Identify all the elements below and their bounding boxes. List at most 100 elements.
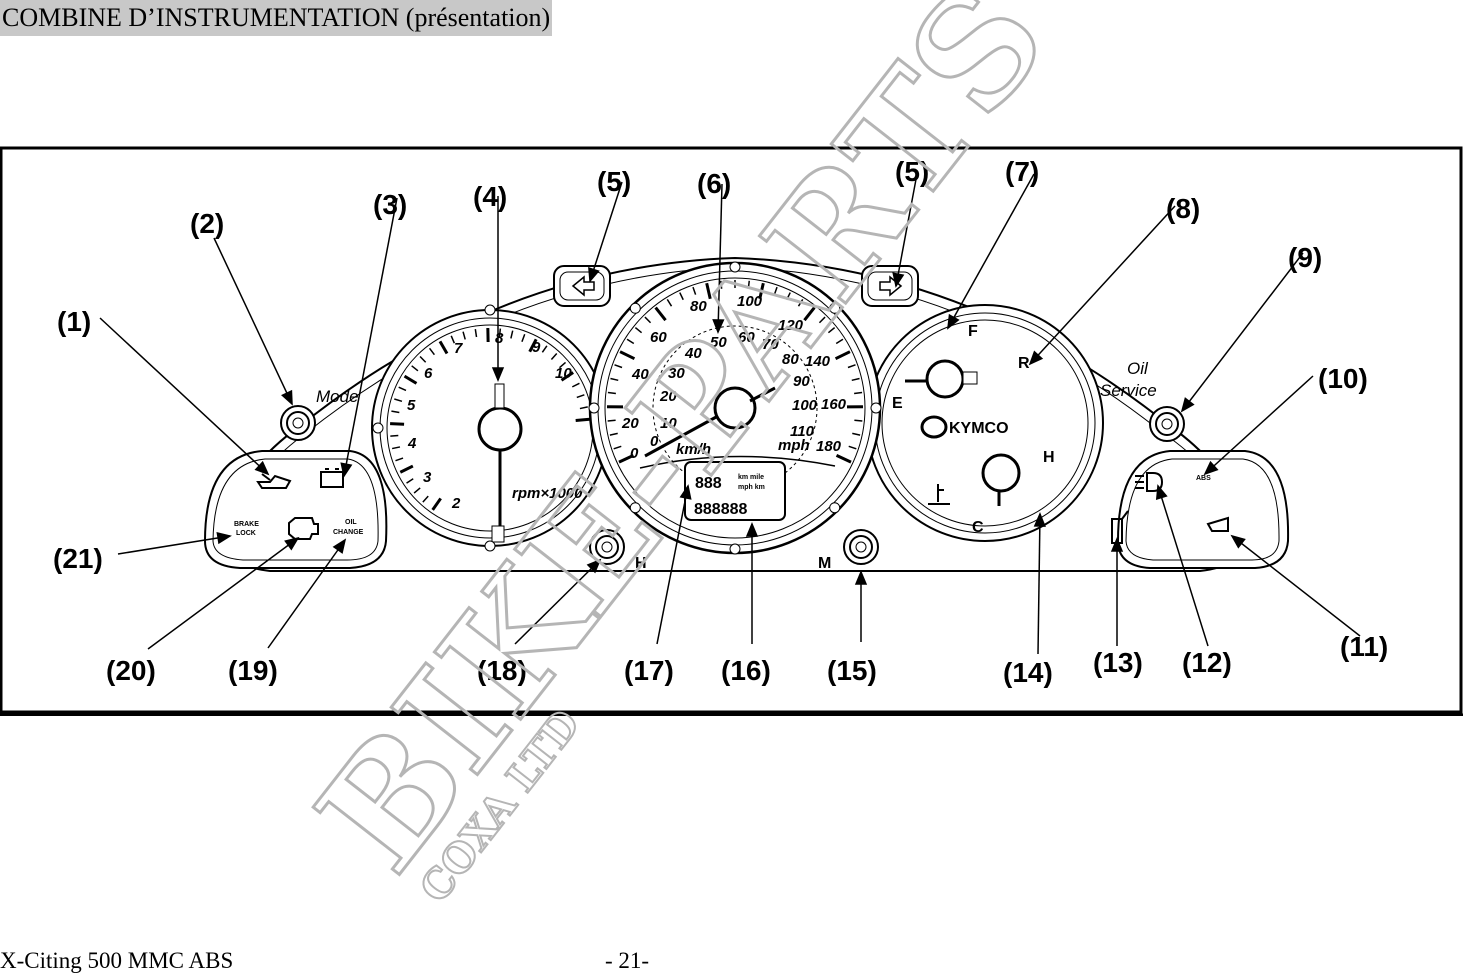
speed-inner-60: 60 bbox=[738, 329, 755, 346]
callout-12: (12) bbox=[1182, 647, 1232, 678]
tach-tick bbox=[560, 371, 574, 382]
kymco-logo bbox=[920, 415, 948, 439]
leader-arrowhead bbox=[216, 531, 232, 545]
tach-tick bbox=[428, 347, 435, 356]
tach-tick bbox=[474, 328, 478, 338]
bezel-stud bbox=[870, 402, 882, 414]
battery-icon bbox=[320, 468, 344, 488]
speed-tick bbox=[679, 292, 684, 301]
tach-num-7: 7 bbox=[454, 340, 463, 357]
right-turn-signal-icon bbox=[861, 265, 919, 307]
speed-tick bbox=[827, 327, 836, 334]
leader-line bbox=[589, 181, 623, 282]
speed-tick bbox=[797, 298, 804, 307]
speed-inner-80: 80 bbox=[782, 351, 799, 368]
abs-label: ABS bbox=[1196, 475, 1211, 482]
footer-model: X-Citing 500 MMC ABS bbox=[0, 948, 234, 973]
speed-unit-kmh: km/h bbox=[676, 441, 711, 458]
m-button-label: M bbox=[818, 555, 831, 572]
tach-tick bbox=[403, 374, 418, 385]
oil-pressure-icon bbox=[256, 473, 292, 489]
tach-tick bbox=[391, 410, 400, 414]
speed-tick bbox=[692, 286, 697, 295]
speed-tick bbox=[705, 282, 712, 300]
leader-arrowhead bbox=[854, 570, 868, 585]
lcd-bottom-digits: 888888 bbox=[694, 501, 747, 518]
speed-inner-30: 30 bbox=[668, 365, 685, 382]
callout-5-left: (5) bbox=[597, 166, 631, 197]
callout-6: (6) bbox=[697, 168, 731, 199]
callout-20: (20) bbox=[106, 655, 156, 686]
bezel-stud bbox=[484, 304, 496, 316]
speed-tick bbox=[626, 338, 635, 345]
footer-page-number: - 21- bbox=[605, 948, 650, 973]
leader-line bbox=[1181, 252, 1304, 412]
bezel-stud bbox=[729, 261, 741, 273]
speed-inner-70: 70 bbox=[762, 336, 779, 353]
speed-outer-100: 100 bbox=[737, 293, 763, 310]
leader-arrowhead bbox=[679, 484, 692, 500]
speed-tick bbox=[613, 445, 622, 450]
tach-tick bbox=[411, 365, 419, 372]
tach-tick bbox=[399, 464, 414, 474]
leader-arrowhead bbox=[586, 558, 602, 574]
speed-tick bbox=[803, 306, 816, 322]
callout-8: (8) bbox=[1166, 193, 1200, 224]
tach-tick bbox=[390, 422, 405, 426]
speed-inner-50: 50 bbox=[710, 334, 727, 351]
speed-tick bbox=[666, 298, 673, 307]
leader-arrowhead bbox=[892, 272, 905, 288]
tach-tick bbox=[559, 361, 567, 369]
leader-line bbox=[1029, 205, 1176, 365]
temp-needle-hub bbox=[981, 453, 1021, 493]
speed-tick bbox=[835, 338, 844, 345]
speed-inner-90: 90 bbox=[793, 373, 810, 390]
reserve-label: R bbox=[1018, 355, 1030, 372]
leader-arrowhead bbox=[1110, 537, 1124, 552]
leader-arrowhead bbox=[1180, 397, 1195, 413]
callout-16: (16) bbox=[721, 655, 771, 686]
leader-line bbox=[947, 173, 1035, 329]
left-turn-signal-icon bbox=[553, 265, 611, 307]
leader-line bbox=[99, 317, 269, 475]
tach-tick bbox=[395, 457, 404, 462]
speed-outer-0: 0 bbox=[630, 445, 639, 462]
leader-line bbox=[1231, 535, 1361, 637]
leader-arrowhead bbox=[1203, 460, 1219, 476]
tach-num-9: 9 bbox=[532, 339, 541, 356]
mode-label: Mode bbox=[316, 387, 359, 406]
tach-tick bbox=[398, 386, 407, 392]
callout-3: (3) bbox=[373, 189, 407, 220]
engine-check-icon bbox=[288, 517, 319, 540]
tach-num-2: 2 bbox=[451, 495, 461, 512]
speed-outer-120: 120 bbox=[778, 317, 804, 334]
speed-unit-mph: mph bbox=[778, 437, 810, 454]
tach-tick bbox=[510, 330, 514, 339]
tach-tick bbox=[498, 328, 502, 337]
speed-tick bbox=[607, 391, 616, 395]
leader-arrowhead bbox=[712, 319, 725, 334]
callout-14: (14) bbox=[1003, 657, 1053, 688]
tach-tick bbox=[391, 446, 401, 450]
callout-7: (7) bbox=[1005, 156, 1039, 187]
left-warning-pod bbox=[203, 450, 388, 569]
callout-10: (10) bbox=[1318, 363, 1368, 394]
speed-tick bbox=[758, 282, 765, 300]
tach-tick bbox=[550, 353, 558, 360]
h-button bbox=[589, 529, 625, 565]
lcd-top-digits: 888 bbox=[695, 475, 722, 492]
h-button-label: H bbox=[635, 555, 647, 572]
leader-line bbox=[147, 537, 299, 650]
oil-change-line1: OIL bbox=[345, 519, 357, 526]
speed-outer-60: 60 bbox=[650, 329, 667, 346]
speed-inner-10: 10 bbox=[660, 415, 677, 432]
speed-inner-0: 0 bbox=[650, 433, 659, 450]
bezel-stud bbox=[629, 302, 641, 314]
speed-outer-80: 80 bbox=[690, 298, 707, 315]
tach-tick bbox=[422, 495, 429, 503]
temp-hot-label: H bbox=[1043, 449, 1055, 466]
speed-tick bbox=[773, 286, 778, 295]
oil-label-line1: Oil bbox=[1127, 359, 1149, 378]
leader-line bbox=[717, 183, 723, 333]
speed-outer-160: 160 bbox=[821, 396, 847, 413]
